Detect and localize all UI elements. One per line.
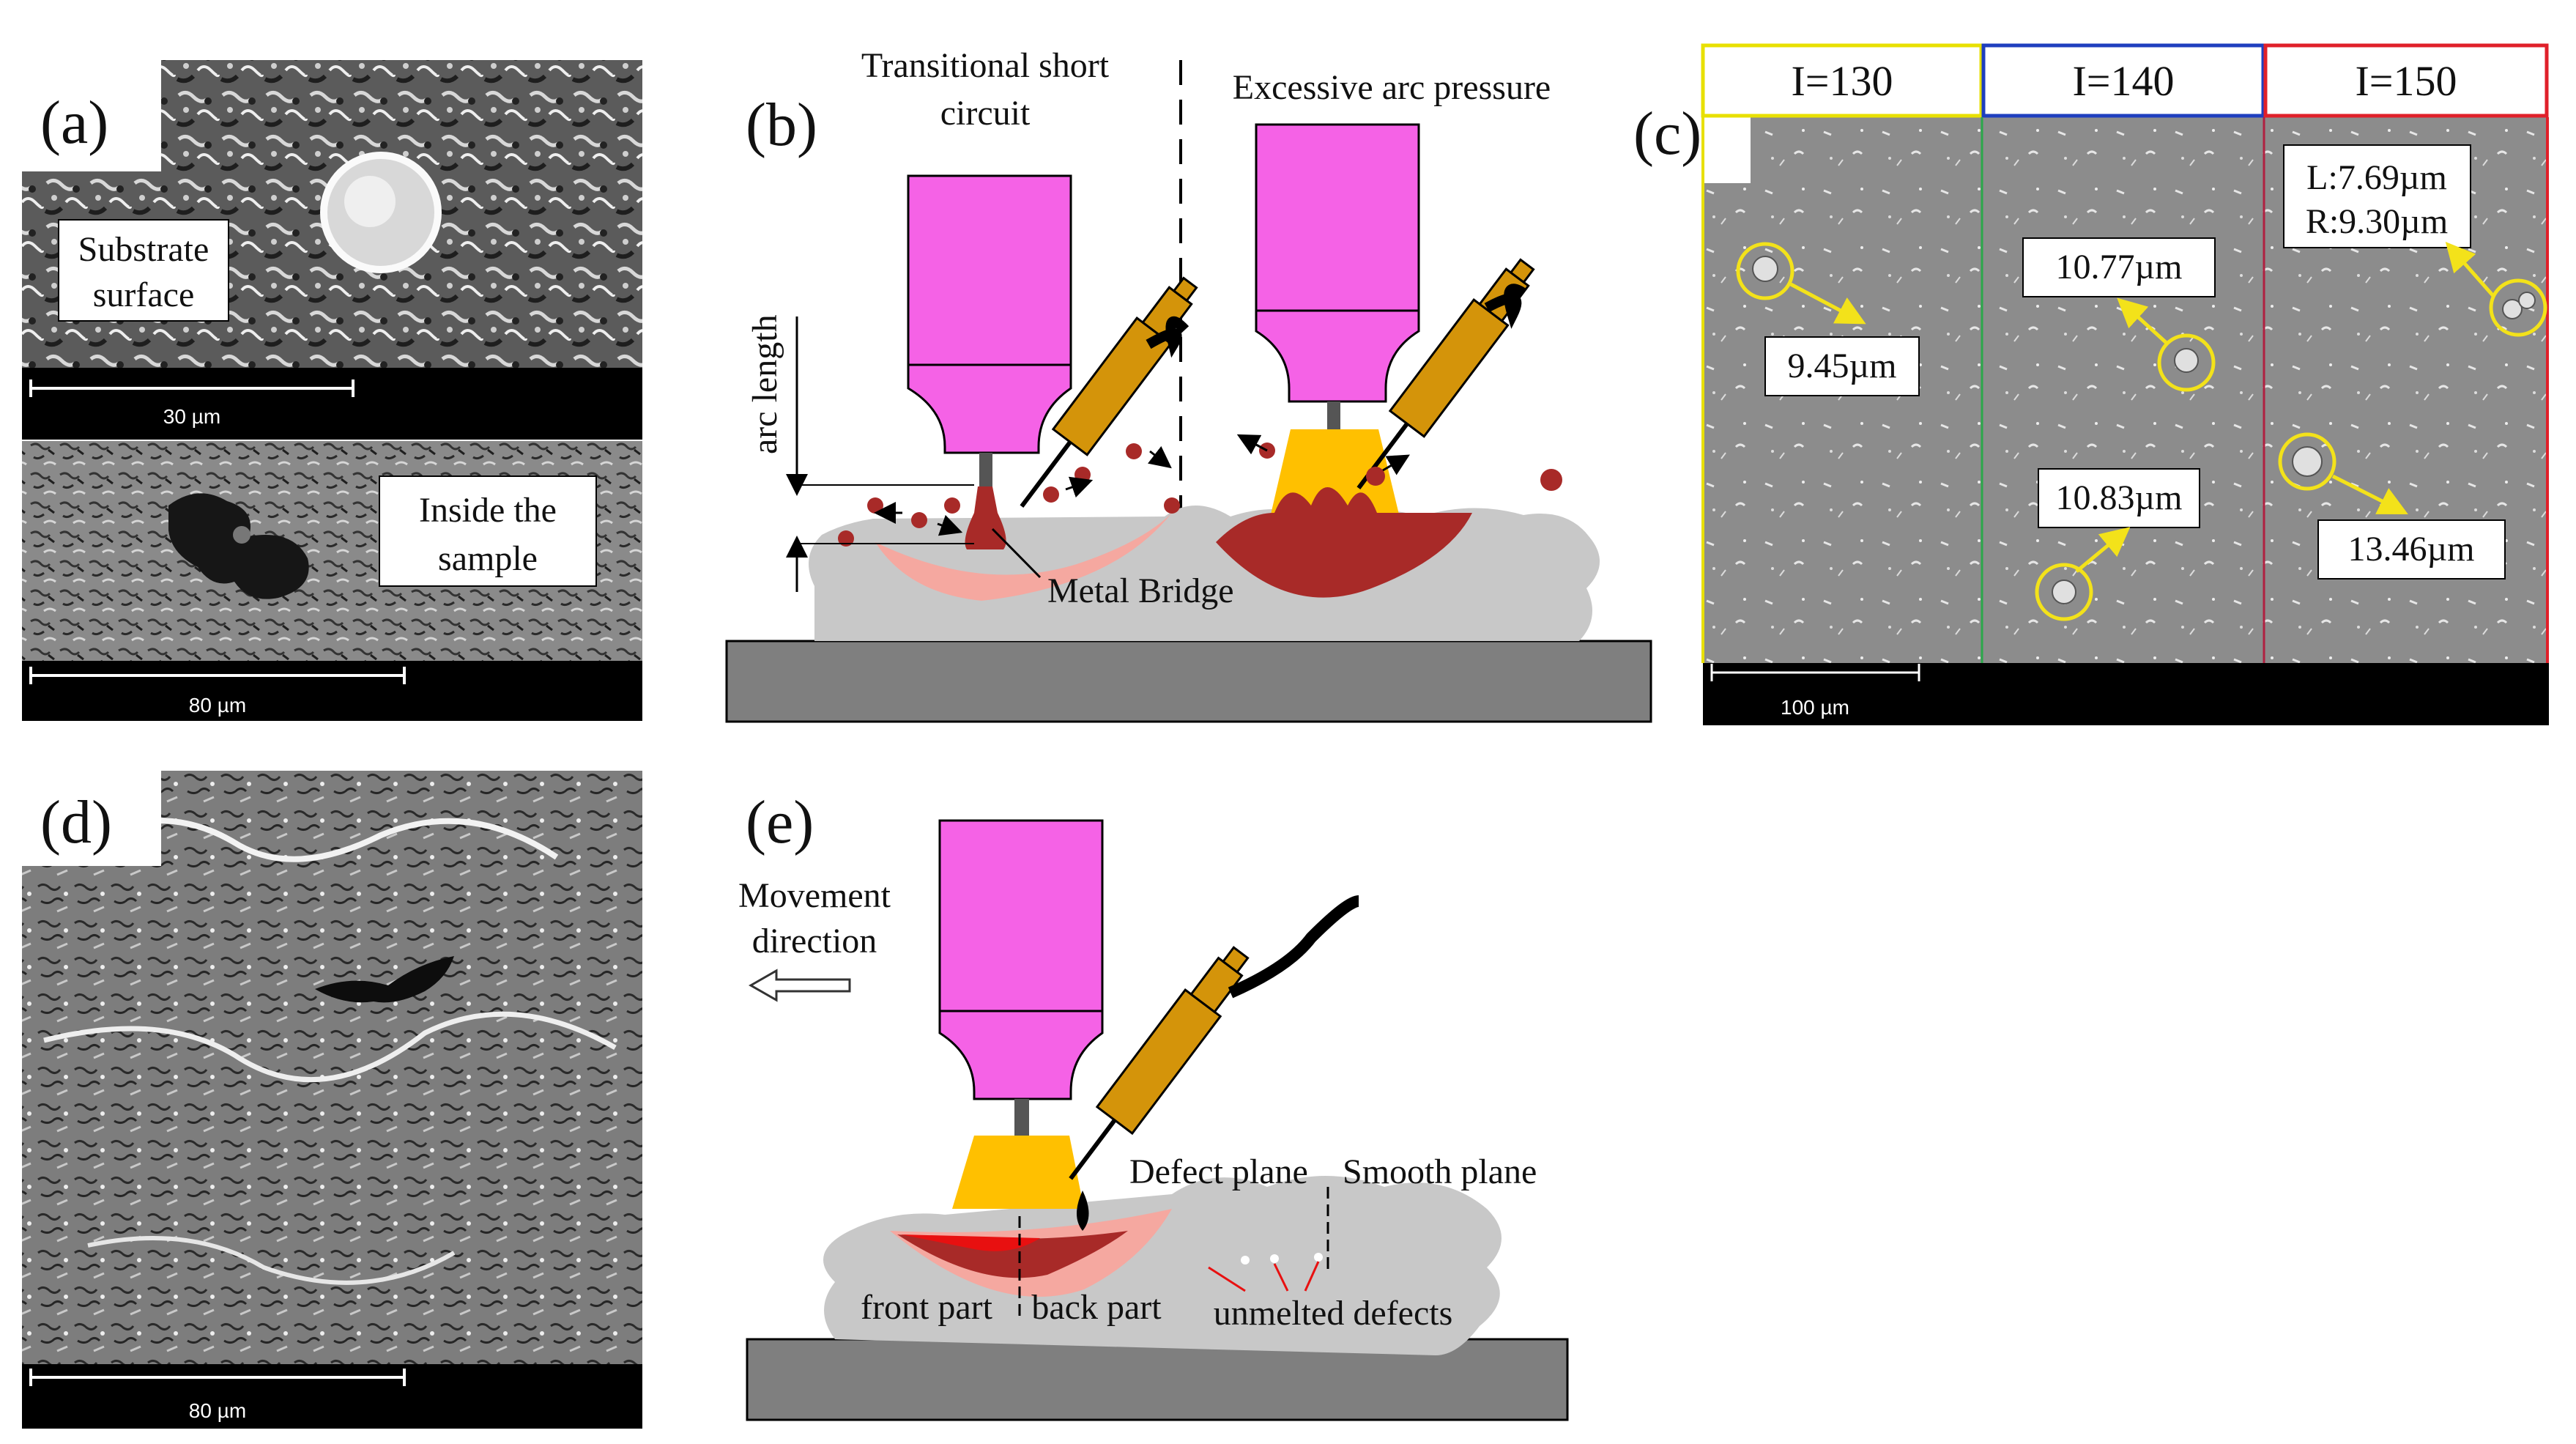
defect-plane-label: Defect plane [1129, 1152, 1308, 1191]
sem-image-crack [22, 771, 642, 1364]
pore-marker-5 [2278, 432, 2336, 491]
arc-length-label: arc length [746, 314, 784, 454]
wire-feeder-left [1020, 276, 1198, 508]
title-transitional-line2: circuit [940, 94, 1031, 133]
panel-e: (e) Movement direction Defect plane Smoo… [738, 788, 1569, 1421]
substrate-caption-line1: Substrate [78, 230, 209, 269]
panel-b-label: (b) [746, 91, 817, 159]
arc-plasma-e [952, 1136, 1084, 1209]
title-transitional-line1: Transitional short [861, 46, 1110, 85]
electrode-e [1014, 1099, 1029, 1136]
weld-pool-left [875, 513, 1172, 601]
panel-e-label: (e) [746, 788, 814, 856]
movement-label-line2: direction [752, 922, 877, 960]
unmelted-defects-label: unmelted defects [1214, 1294, 1453, 1333]
pore-marker-1 [1736, 242, 1794, 300]
electrode-left [979, 453, 992, 486]
unmelted-defect-markers [1208, 1253, 1323, 1292]
inside-caption-box [379, 475, 597, 587]
header-text-i140: I=140 [2072, 57, 2174, 105]
torch-nozzle-right [1255, 309, 1420, 403]
inside-caption-line2: sample [438, 539, 538, 578]
substrate-caption-line2: surface [93, 275, 195, 314]
pore-marker-2 [2157, 333, 2216, 392]
measure-l-7-69: L:7.69µm [2306, 158, 2447, 197]
scale-strip-a-bottom [22, 661, 642, 721]
scale-label-a-top: 30 µm [163, 405, 220, 428]
wire-cable-e [1228, 895, 1360, 999]
wire-feeder-e [1069, 946, 1250, 1180]
front-part-label: front part [861, 1288, 993, 1327]
back-part-label: back part [1031, 1288, 1162, 1327]
scale-label-c: 100 µm [1781, 696, 1849, 719]
torch-body-e [938, 819, 1104, 1012]
scale-label-d: 80 µm [189, 1399, 246, 1422]
torch-nozzle-left [907, 363, 1072, 454]
electrode-right [1327, 401, 1340, 429]
title-excessive-arc: Excessive arc pressure [1233, 68, 1551, 107]
torch-body-left [907, 174, 1072, 366]
scale-strip-d [22, 1364, 642, 1429]
header-i130 [1701, 43, 1983, 118]
pore-marker-4 [2489, 278, 2547, 337]
spatter-droplets-right [1259, 443, 1562, 491]
pore-marker-3 [2035, 563, 2093, 621]
substrate-plate-b [725, 640, 1652, 723]
panel-b: (b) Transitional short circuit Excessive… [725, 46, 1652, 723]
torch-body-right [1255, 123, 1420, 312]
header-i150 [2263, 43, 2549, 118]
header-text-i130: I=130 [1791, 57, 1893, 105]
molten-pool-right [1216, 487, 1472, 598]
measure-10-83: 10.83µm [2056, 478, 2183, 517]
header-text-i150: I=150 [2355, 57, 2457, 105]
panel-c: (c) 100 µm I=130 I=140 I=150 9.45µm 10.7… [1633, 43, 2549, 725]
arc-plasma-right [1271, 429, 1399, 514]
crack-defect [315, 956, 454, 1003]
panel-c-label: (c) [1633, 100, 1701, 168]
panel-a: (a) Substrate surface 30 µm Inside the s… [22, 60, 642, 721]
pore-defect [168, 493, 309, 599]
panel-a-label: (a) [40, 89, 108, 157]
measure-r-9-30: R:9.30µm [2306, 202, 2448, 241]
measure-9-45: 9.45µm [1788, 347, 1897, 385]
metal-bridge-label: Metal Bridge [1047, 571, 1234, 610]
smooth-plane-label: Smooth plane [1343, 1152, 1537, 1191]
panel-d-label: (d) [40, 788, 112, 856]
panel-d: (d) 80 µm [22, 771, 642, 1429]
measure-10-77: 10.77µm [2056, 248, 2183, 286]
wire-droplet-e [1077, 1191, 1089, 1231]
wire-cable-right [1484, 284, 1526, 329]
header-i140 [1981, 43, 2265, 118]
wire-cable-left [1146, 316, 1189, 358]
measure-13-46: 13.46µm [2348, 530, 2475, 569]
deposit-layer-e [823, 1176, 1502, 1355]
movement-label-line1: Movement [738, 876, 891, 915]
scale-label-a-bottom: 80 µm [189, 694, 246, 717]
torch-nozzle-e [938, 1010, 1104, 1100]
substrate-caption-box [58, 219, 229, 322]
scale-strip-a-top [22, 368, 642, 440]
inside-caption-line1: Inside the [419, 491, 557, 530]
movement-direction-arrow [748, 969, 851, 1002]
